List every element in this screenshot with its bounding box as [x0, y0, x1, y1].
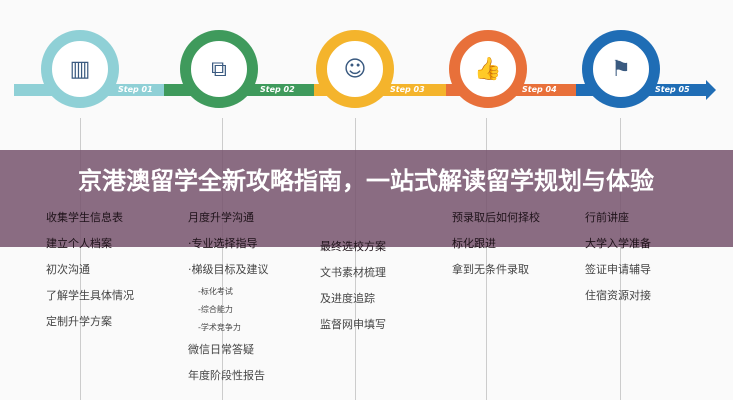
column-step-4: 预录取后如何择校 标化跟进 拿到无条件录取: [452, 205, 540, 283]
list-item: 住宿资源对接: [585, 289, 651, 302]
step-label: Step 02: [260, 85, 295, 94]
reader-icon: ☺: [316, 30, 394, 108]
title-banner: 京港澳留学全新攻略指南，一站式解读留学规划与体验: [0, 150, 733, 247]
list-item: 及进度追踪: [320, 292, 375, 305]
chat-icon: ⧉: [180, 30, 258, 108]
thumbs-up-icon: 👍: [449, 30, 527, 108]
step-label: Step 04: [522, 85, 557, 94]
divider: [355, 118, 356, 400]
divider: [620, 118, 621, 400]
list-item: 大学入学准备: [585, 237, 651, 250]
list-item: 拿到无条件录取: [452, 263, 529, 276]
list-item: 预录取后如何择校: [452, 211, 540, 224]
books-icon: ▥: [41, 30, 119, 108]
flag-icon: ⚑: [582, 30, 660, 108]
arrow-head-icon: [706, 80, 716, 100]
list-item: ·梯级目标及建议: [188, 263, 269, 276]
list-subitem: -标化考试: [198, 287, 233, 296]
list-subitem: -综合能力: [198, 305, 233, 314]
page-title: 京港澳留学全新攻略指南，一站式解读留学规划与体验: [78, 167, 654, 195]
list-item: 初次沟通: [46, 263, 90, 276]
list-item: 建立个人档案: [46, 237, 112, 250]
step-label: Step 03: [390, 85, 425, 94]
divider: [80, 118, 81, 400]
list-item: 收集学生信息表: [46, 211, 123, 224]
list-item: 定制升学方案: [46, 315, 112, 328]
list-item: 签证申请辅导: [585, 263, 651, 276]
column-step-1: 收集学生信息表 建立个人档案 初次沟通 了解学生具体情况 定制升学方案: [46, 205, 134, 335]
list-item: 行前讲座: [585, 211, 629, 224]
list-item: ·专业选择指导: [188, 237, 258, 250]
list-item: 监督网申填写: [320, 318, 386, 331]
list-item: 文书素材梳理: [320, 266, 386, 279]
step-label: Step 01: [118, 85, 153, 94]
list-item: 年度阶段性报告: [188, 369, 265, 382]
divider: [486, 118, 487, 400]
list-item: 了解学生具体情况: [46, 289, 134, 302]
list-item: 标化跟进: [452, 237, 496, 250]
column-step-2: 月度升学沟通 ·专业选择指导 ·梯级目标及建议 -标化考试 -综合能力 -学术竞…: [188, 205, 269, 389]
list-item: 微信日常答疑: [188, 343, 254, 356]
divider: [222, 118, 223, 400]
column-step-5: 行前讲座 大学入学准备 签证申请辅导 住宿资源对接: [585, 205, 651, 309]
step-label: Step 05: [655, 85, 690, 94]
list-item: 月度升学沟通: [188, 211, 254, 224]
list-item: 最终选校方案: [320, 240, 386, 253]
column-step-3: 最终选校方案 文书素材梳理 及进度追踪 监督网申填写: [320, 234, 386, 338]
list-subitem: -学术竞争力: [198, 323, 241, 332]
